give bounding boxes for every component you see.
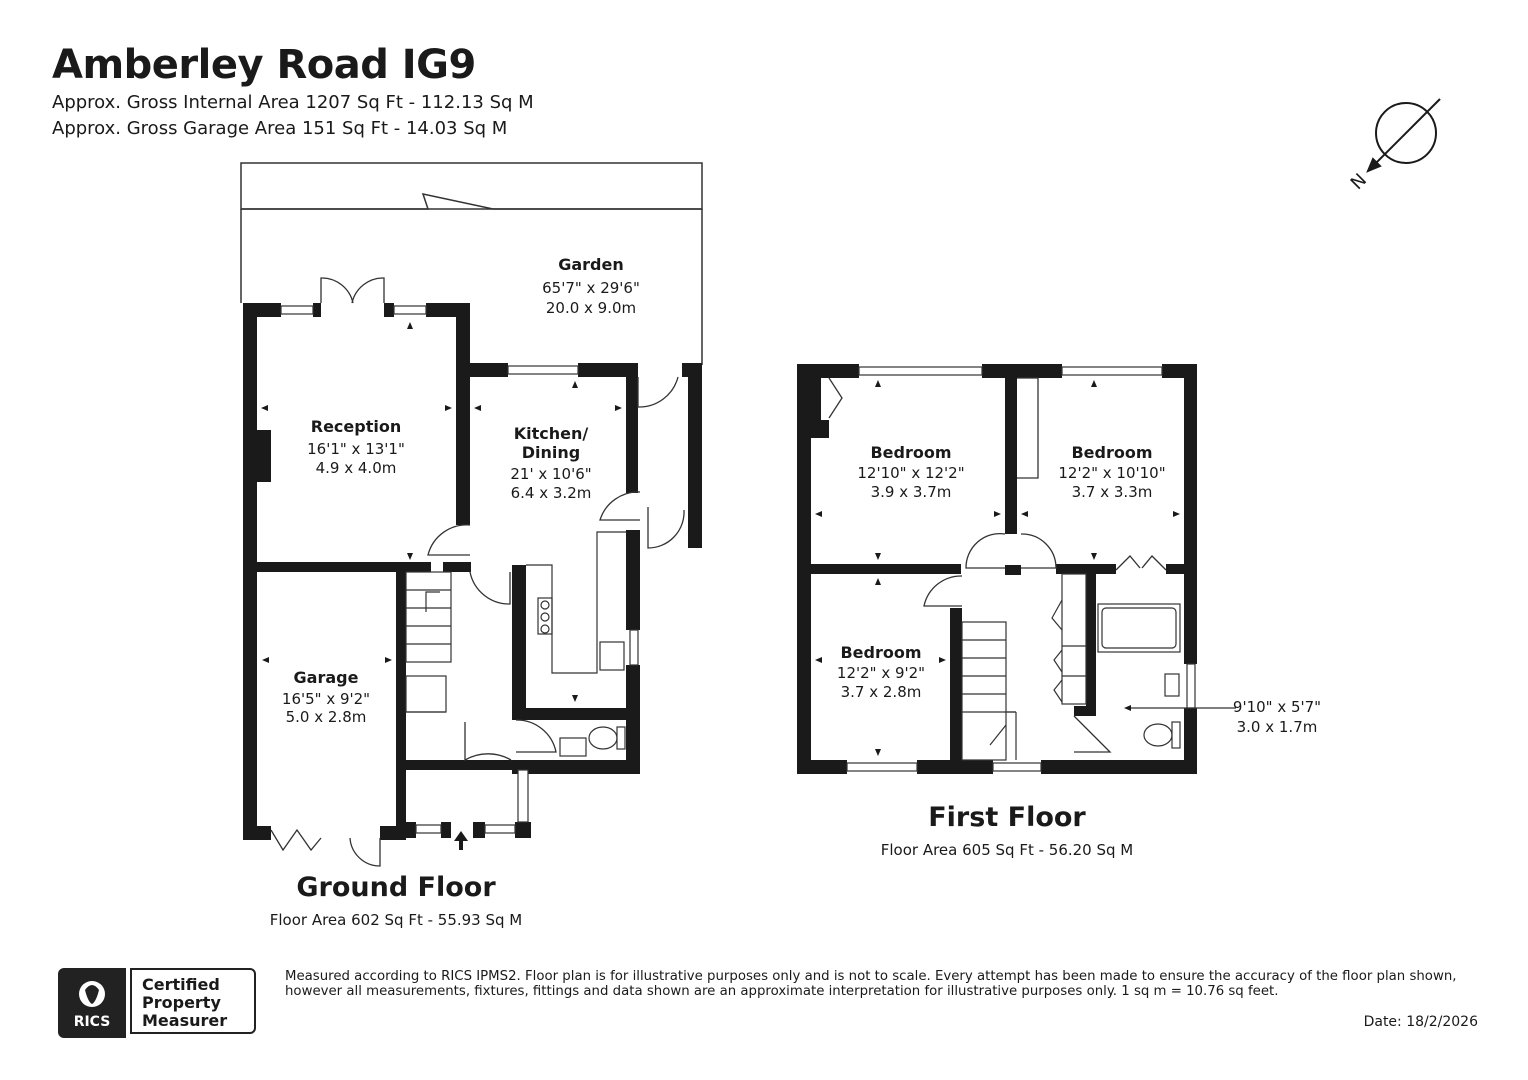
kitchen-metric: 6.4 x 3.2m	[511, 484, 592, 502]
kitchen-label-line2: Dining	[522, 443, 580, 462]
garage-metric: 5.0 x 2.8m	[286, 708, 367, 726]
garden-metric: 20.0 x 9.0m	[546, 299, 636, 317]
entrance-arrow-icon	[454, 831, 468, 850]
first-measure-ticks	[815, 380, 1180, 756]
gross-garage-area: Approx. Gross Garage Area 151 Sq Ft - 14…	[52, 118, 508, 139]
ground-floor-doors	[270, 277, 685, 867]
ground-floor-stairs	[405, 571, 452, 713]
bedroom3-imperial: 12'2" x 9'2"	[837, 664, 925, 682]
north-arrow-icon: N	[1347, 98, 1441, 194]
rics-certified-badge: RICS Certified Property Measurer	[58, 968, 260, 1038]
reception-imperial: 16'1" x 13'1"	[307, 440, 405, 458]
bathroom-imperial: 9'10" x 5'7"	[1233, 698, 1321, 716]
bedroom1-metric: 3.9 x 3.7m	[871, 483, 952, 501]
first-floor-plan: Bedroom 12'10" x 12'2" 3.9 x 3.7m Bedroo…	[797, 364, 1321, 774]
first-floor-stairs	[961, 621, 1017, 761]
kitchen-label-line1: Kitchen/	[514, 424, 589, 443]
bathroom-metric: 3.0 x 1.7m	[1237, 718, 1318, 736]
first-floor-title: First Floor	[928, 802, 1086, 833]
garage-label: Garage	[294, 668, 359, 687]
first-floor-area: Floor Area 605 Sq Ft - 56.20 Sq M	[880, 841, 1134, 859]
garden-imperial: 65'7" x 29'6"	[542, 279, 640, 297]
ground-floor-walls	[243, 303, 702, 840]
first-floor-windows	[846, 366, 1196, 772]
lion-crest-icon	[79, 981, 105, 1007]
disclaimer-text: Measured according to RICS IPMS2. Floor …	[285, 969, 1457, 999]
plan-date: Date: 18/2/2026	[1363, 1014, 1478, 1030]
reception-label: Reception	[311, 417, 401, 436]
garage-imperial: 16'5" x 9'2"	[282, 690, 370, 708]
rics-line1: Certified	[142, 975, 220, 994]
bedroom2-label: Bedroom	[1071, 443, 1152, 462]
compass-n-label: N	[1347, 170, 1371, 194]
bedroom1-imperial: 12'10" x 12'2"	[857, 464, 964, 482]
garden-label: Garden	[558, 255, 624, 274]
kitchen-imperial: 21' x 10'6"	[510, 465, 591, 483]
first-floor-walls	[797, 364, 1197, 774]
bedroom3-metric: 3.7 x 2.8m	[841, 683, 922, 701]
bedroom1-label: Bedroom	[870, 443, 951, 462]
bedroom2-imperial: 12'2" x 10'10"	[1058, 464, 1165, 482]
rics-line2: Property	[142, 993, 221, 1012]
ground-floor-title: Ground Floor	[296, 872, 496, 903]
gross-internal-area: Approx. Gross Internal Area 1207 Sq Ft -…	[52, 92, 534, 113]
reception-metric: 4.9 x 4.0m	[316, 459, 397, 477]
ground-floor-windows	[280, 305, 639, 834]
first-floor-doors	[828, 377, 1167, 753]
ground-floor-plan: Garden 65'7" x 29'6" 20.0 x 9.0m Recepti…	[240, 162, 703, 867]
ground-measure-ticks	[261, 322, 622, 702]
garden-outline	[240, 162, 703, 365]
bathroom-fittings	[1097, 603, 1181, 749]
property-title: Amberley Road IG9	[52, 42, 476, 88]
rics-line3: Measurer	[142, 1011, 228, 1030]
ground-floor-area: Floor Area 602 Sq Ft - 55.93 Sq M	[269, 911, 523, 929]
landing-cupboards	[1051, 573, 1087, 705]
rics-logo-text: RICS	[73, 1014, 111, 1030]
rics-logo: RICS	[58, 968, 126, 1038]
bedroom3-label: Bedroom	[840, 643, 921, 662]
bedroom2-metric: 3.7 x 3.3m	[1072, 483, 1153, 501]
kitchen-fittings	[526, 531, 626, 757]
rics-certified-text: Certified Property Measurer	[130, 968, 256, 1034]
